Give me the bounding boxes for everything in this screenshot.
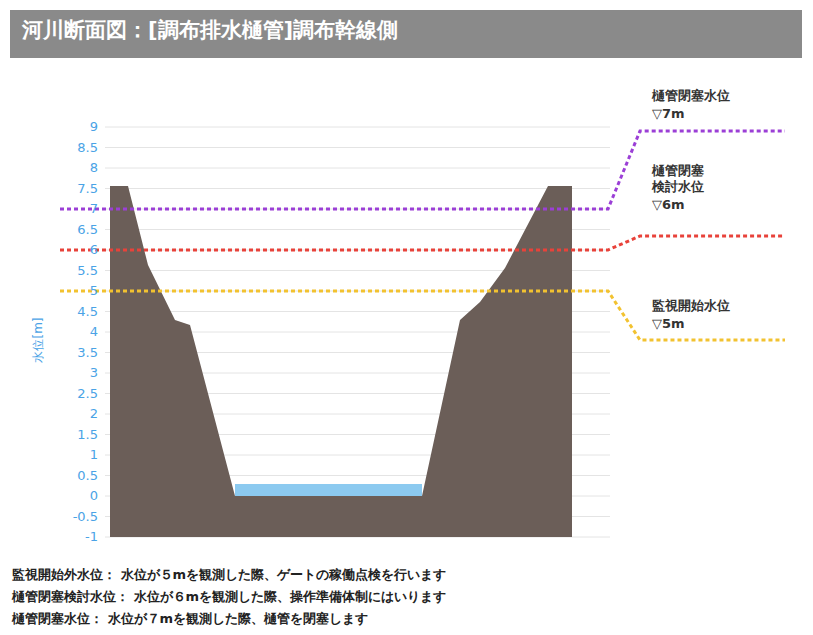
note-text: 樋管閉塞検討水位： 水位が６mを観測した際、操作準備体制にはいります: [12, 589, 446, 605]
axis-tick: -1: [85, 529, 98, 545]
level-value: ▽5m: [652, 316, 685, 332]
axis-tick: 0: [90, 488, 98, 504]
axis-tick: 9: [90, 119, 98, 135]
axis-tick: 0.5: [77, 468, 98, 484]
axis-tick: 4: [90, 324, 98, 340]
axis-tick: 1: [90, 447, 98, 463]
axis-tick: -0.5: [73, 509, 98, 525]
note-text: 監視開始外水位： 水位が５mを観測した際、ゲートの稼働点検を行います: [12, 567, 446, 583]
grid-line: [105, 168, 610, 169]
level-value: ▽6m: [652, 197, 685, 213]
axis-tick: 6.5: [77, 222, 98, 238]
chart-title: 河川断面図：[調布排水樋管]調布幹線側: [22, 18, 398, 43]
grid-line: [105, 147, 610, 148]
axis-tick: 1.5: [77, 427, 98, 443]
axis-tick: 2.5: [77, 386, 98, 402]
level-name: 監視開始水位: [652, 298, 730, 314]
axis-tick: 2: [90, 406, 98, 422]
monitor-level-line: [60, 291, 785, 340]
title-band: [10, 10, 802, 58]
note-text: 樋管閉塞水位： 水位が７mを観測した際、樋管を閉塞します: [12, 611, 368, 627]
axis-tick: 5: [90, 283, 98, 299]
grid-lines: [105, 127, 610, 537]
axis-tick: 8.5: [77, 140, 98, 156]
axis-tick: 3: [90, 365, 98, 381]
river-water: [235, 484, 422, 496]
axis-tick: 5.5: [77, 263, 98, 279]
axis-tick: 4.5: [77, 304, 98, 320]
level-value: ▽7m: [652, 106, 685, 122]
axis-tick: 7: [90, 201, 98, 217]
level-name: 樋管閉塞水位: [652, 88, 730, 104]
review-level-line: [60, 236, 785, 250]
grid-line: [105, 188, 610, 189]
axis-tick: 8: [90, 160, 98, 176]
grid-line: [105, 127, 610, 128]
axis-tick: 7.5: [77, 181, 98, 197]
level-name: 樋管閉塞 検討水位: [652, 163, 712, 194]
axis-tick: 6: [90, 242, 98, 258]
axis-title: 水位[m]: [31, 317, 45, 362]
axis-tick: 3.5: [77, 345, 98, 361]
riverbank-ground: [110, 186, 572, 537]
